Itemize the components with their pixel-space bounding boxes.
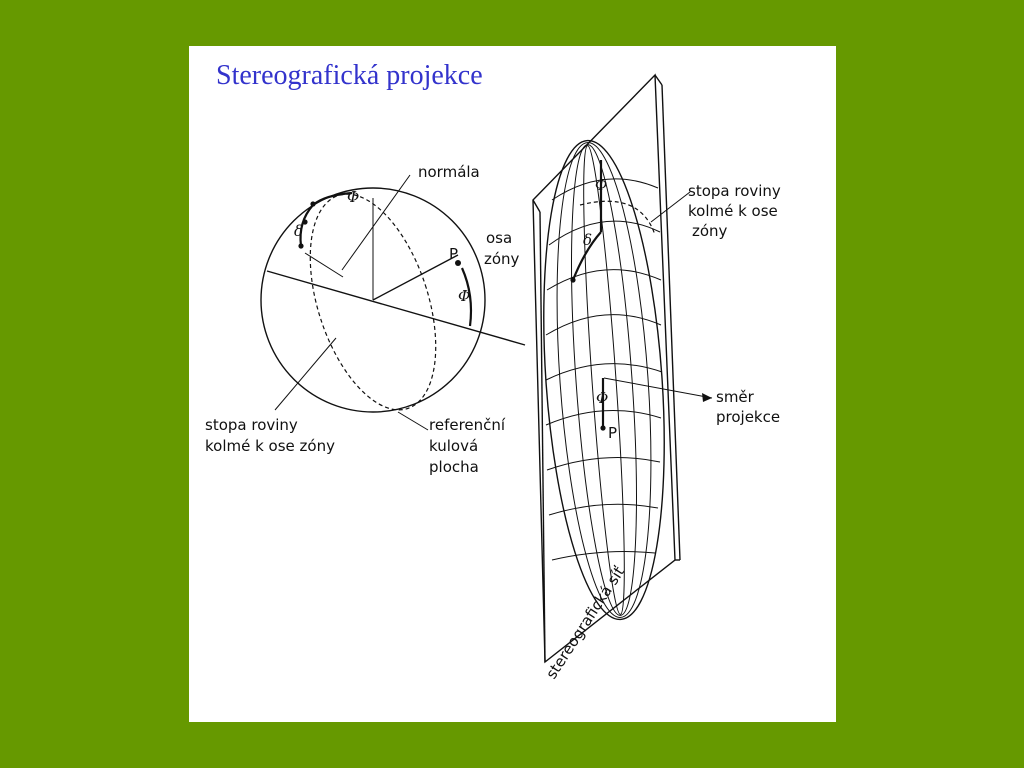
label-projection-line1: směr xyxy=(716,388,755,406)
projection-arrowhead xyxy=(702,393,712,402)
label-zone-axis-line2: zóny xyxy=(484,250,520,268)
symbol-delta-sphere: δ xyxy=(294,222,303,240)
symbol-phi-sphere-top: Φ xyxy=(347,188,359,206)
projection-plane xyxy=(532,73,681,664)
label-normal: normála xyxy=(418,163,480,181)
reference-pointer xyxy=(397,411,429,431)
label-projection-line2: projekce xyxy=(716,408,780,426)
label-trace-right-line1: stopa roviny xyxy=(688,182,781,200)
symbol-pole-net: P xyxy=(608,424,617,442)
trace-right-pointer xyxy=(650,191,691,223)
symbol-phi-net-top: Φ xyxy=(595,176,607,194)
trace-left-pointer xyxy=(274,337,337,411)
symbol-delta-net: δ xyxy=(583,231,592,249)
symbol-pole-sphere: P xyxy=(449,245,458,263)
label-reference-line2: kulová xyxy=(429,437,478,455)
label-reference-line1: referenční xyxy=(429,416,506,434)
label-trace-right-line3: zóny xyxy=(692,222,728,240)
label-trace-left-line1: stopa roviny xyxy=(205,416,298,434)
slide-title: Stereografická projekce xyxy=(216,60,483,91)
label-trace-left-line2: kolmé k ose zóny xyxy=(205,437,335,455)
label-reference-line3: plocha xyxy=(429,458,479,476)
pointer-lines xyxy=(274,174,713,431)
projection-direction-arrow xyxy=(603,377,713,399)
label-trace-right-line2: kolmé k ose xyxy=(688,202,778,220)
label-zone-axis-line1: osa xyxy=(486,229,512,247)
normal-pointer xyxy=(341,174,411,271)
reference-sphere xyxy=(260,187,526,413)
symbol-phi-net-bottom: Φ xyxy=(596,389,608,407)
symbol-phi-sphere-right: Φ xyxy=(458,287,470,305)
